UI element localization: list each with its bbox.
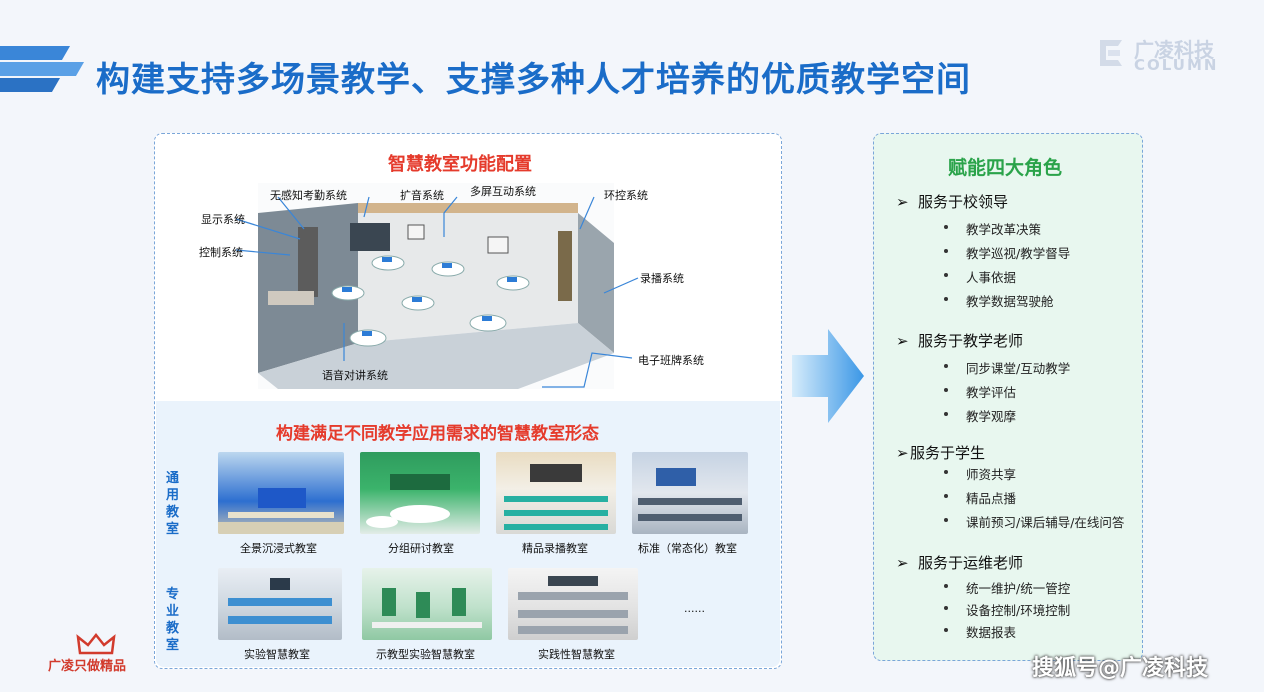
arrow-bullet-icon: ➢ [896, 332, 909, 350]
role-heading-school-leader: ➢服务于校领导 [896, 193, 1009, 211]
smart-classroom-config-title: 智慧教室功能配置 [388, 154, 532, 175]
caption-practice-classroom: 实践性智慧教室 [538, 648, 615, 661]
special-classroom-label: 专业教室 [166, 587, 180, 653]
role-item: 精品点播 [944, 488, 1016, 507]
thumb-group-discussion [360, 452, 480, 534]
sohu-watermark: 搜狐号@广凌科技 [1032, 656, 1209, 681]
role-heading-teacher: ➢服务于教学老师 [896, 332, 1024, 350]
classroom-illustration [258, 183, 614, 389]
role-item: 同步课堂/互动教学 [944, 358, 1070, 377]
role-item: 教学数据驾驶舱 [944, 291, 1054, 310]
caption-standard-classroom: 标准（常态化）教室 [638, 542, 737, 555]
system-pointer-lines [235, 196, 639, 388]
role-item: 教学巡视/教学督导 [944, 243, 1070, 262]
thumb-standard-classroom [632, 452, 748, 534]
label-control-system: 控制系统 [199, 246, 243, 259]
label-multiscreen-system: 多屏互动系统 [470, 185, 536, 198]
brand-logo: 广凌科技 COLUMN [1096, 34, 1216, 74]
thumb-practice-classroom [508, 568, 638, 640]
right-panel [873, 133, 1143, 661]
role-item: 教学观摩 [944, 406, 1016, 425]
crown-icon [76, 633, 116, 655]
role-item: 教学改革决策 [944, 219, 1041, 238]
badge-text: 广凌只做精品 [48, 659, 127, 674]
label-recording-system: 录播系统 [640, 272, 684, 285]
caption-immersive-classroom: 全景沉浸式教室 [240, 542, 317, 555]
role-item: 统一维护/统一管控 [944, 578, 1070, 597]
four-roles-title: 赋能四大角色 [948, 157, 1063, 179]
label-pa-system: 扩音系统 [400, 189, 444, 202]
header-stripe-3 [0, 78, 61, 92]
brand-name-cn: 广凌科技 [1134, 38, 1214, 62]
classroom-3d-view [258, 203, 614, 389]
caption-group-discussion: 分组研讨教室 [388, 542, 454, 555]
role-heading-ops-teacher: ➢服务于运维老师 [896, 554, 1024, 572]
caption-lab-classroom: 实验智慧教室 [244, 648, 310, 661]
header-stripe-2 [0, 62, 85, 76]
thumb-immersive-classroom [218, 452, 344, 534]
label-env-control-system: 环控系统 [604, 189, 648, 202]
label-display-system: 显示系统 [201, 213, 245, 226]
caption-demo-lab-classroom: 示教型实验智慧教室 [376, 648, 475, 661]
role-item: 教学评估 [944, 382, 1016, 401]
caption-recording-classroom: 精品录播教室 [522, 542, 588, 555]
arrow-bullet-icon: ➢ [896, 193, 909, 211]
role-heading-student: ➢服务于学生 [896, 444, 986, 462]
role-item: 师资共享 [944, 464, 1016, 483]
page-title: 构建支持多场景教学、支撑多种人才培养的优质教学空间 [96, 60, 971, 100]
label-eclass-board-system: 电子班牌系统 [638, 354, 704, 367]
arrow-bullet-icon: ➢ [896, 444, 909, 462]
label-attendance-system: 无感知考勤系统 [270, 189, 347, 202]
thumb-recording-classroom [496, 452, 616, 534]
role-item: 数据报表 [944, 622, 1016, 641]
right-arrow-icon [792, 329, 864, 423]
arrow-bullet-icon: ➢ [896, 554, 909, 572]
quality-badge: 广凌只做精品 [46, 633, 138, 677]
role-item: 设备控制/环境控制 [944, 600, 1070, 619]
role-item: 人事依据 [944, 267, 1016, 286]
thumb-demo-lab-classroom [362, 568, 492, 640]
role-item: 课前预习/课后辅导/在线问答 [944, 512, 1124, 531]
label-intercom-system: 语音对讲系统 [322, 369, 388, 382]
header-stripe-1 [0, 46, 71, 60]
brand-name-en: COLUMN [1134, 56, 1219, 74]
general-classroom-label: 通用教室 [166, 471, 180, 537]
thumb-lab-classroom [218, 568, 342, 640]
brand-icon [1100, 40, 1122, 66]
classroom-forms-title: 构建满足不同教学应用需求的智慧教室形态 [276, 424, 599, 444]
more-rooms-ellipsis: ...... [684, 602, 705, 615]
